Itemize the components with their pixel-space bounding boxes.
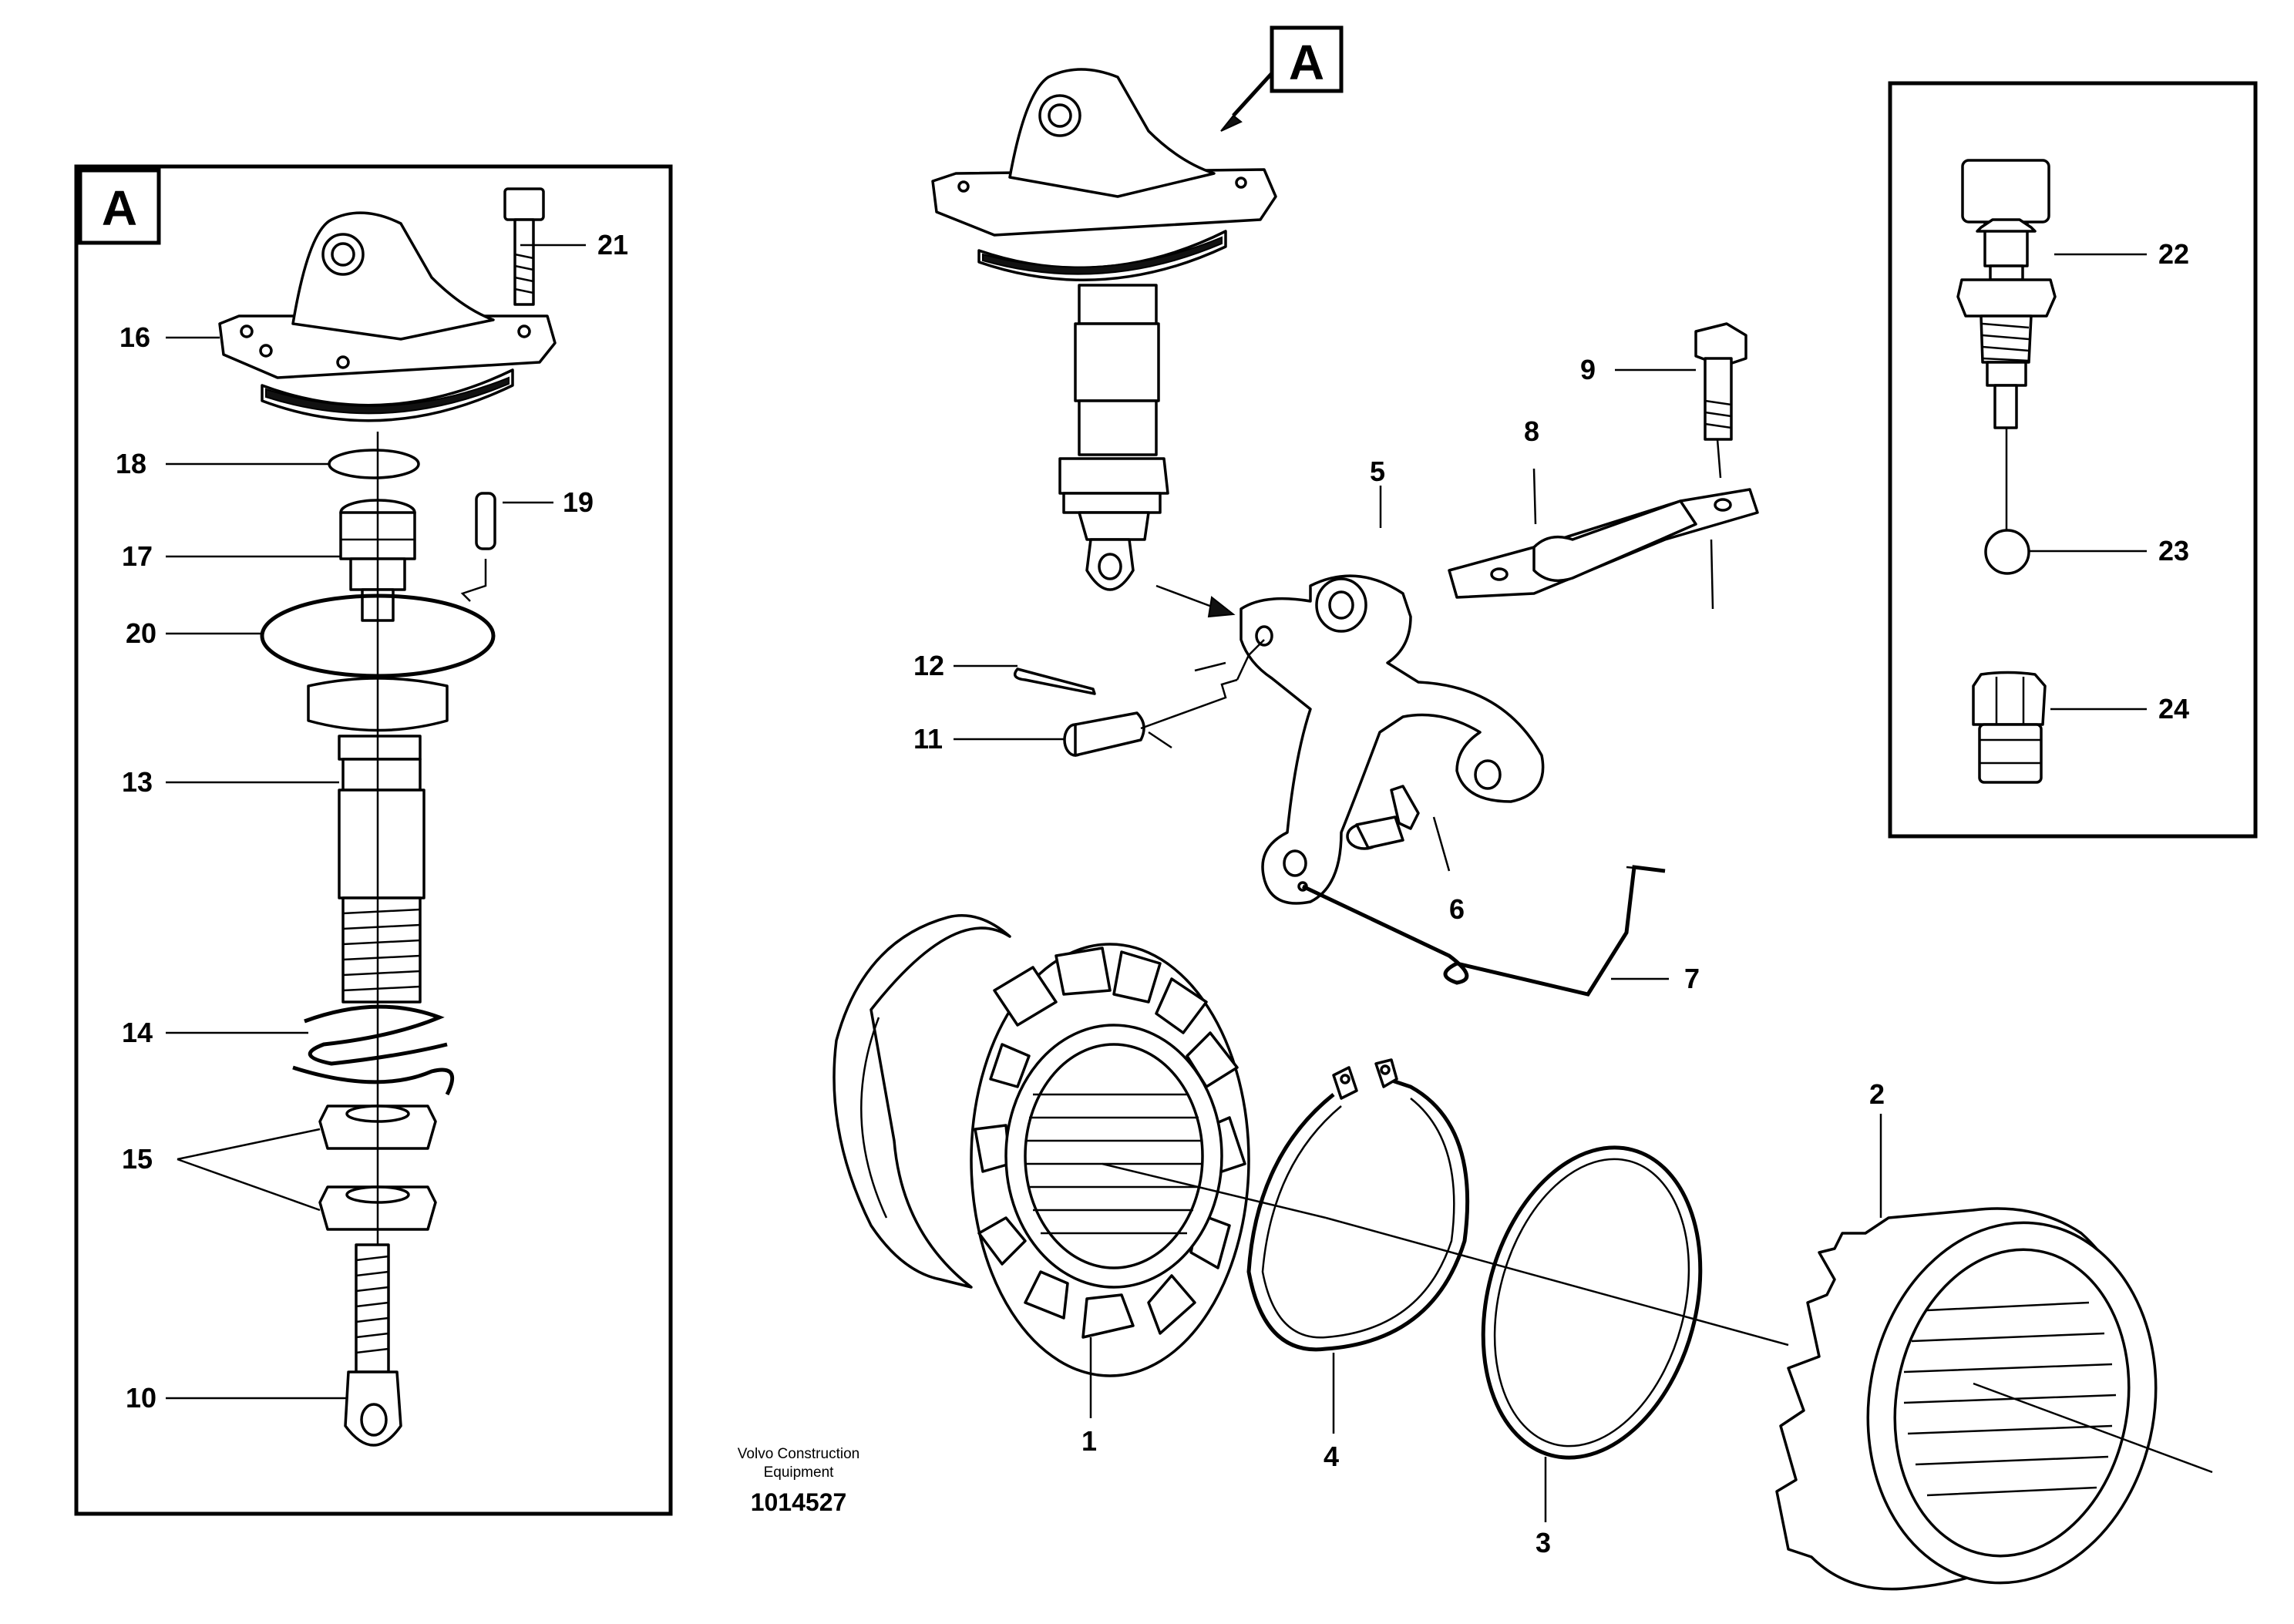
part-16-cover bbox=[218, 211, 557, 422]
callout-16: 16 bbox=[119, 321, 150, 353]
part-23-ball bbox=[1984, 529, 2030, 575]
part-4-circlip bbox=[1246, 1058, 1470, 1352]
callout-6: 6 bbox=[1449, 893, 1465, 925]
callout-12: 12 bbox=[913, 650, 944, 681]
part-24-plug bbox=[1972, 671, 2047, 784]
part-14-spring bbox=[292, 1004, 455, 1096]
callout-17: 17 bbox=[122, 540, 153, 572]
part-21-bolt bbox=[503, 187, 545, 306]
part-3-ring bbox=[1481, 1145, 1703, 1460]
callout-5: 5 bbox=[1370, 456, 1385, 487]
callout-20: 20 bbox=[126, 617, 156, 649]
detail-frame-a: A bbox=[74, 164, 673, 1516]
callout-10: 10 bbox=[126, 1382, 156, 1414]
callout-24: 24 bbox=[2158, 693, 2189, 725]
callout-11: 11 bbox=[913, 723, 943, 755]
callout-15: 15 bbox=[122, 1143, 153, 1175]
callout-21: 21 bbox=[597, 229, 628, 261]
part-1-clutch-hub bbox=[832, 914, 1327, 1377]
right-frame bbox=[1888, 81, 2258, 839]
credit-line-2: Equipment bbox=[764, 1464, 835, 1481]
arrow-to-lever bbox=[1155, 584, 1219, 610]
part-12-cotter bbox=[1013, 667, 1096, 695]
part-9-bolt bbox=[1694, 322, 1747, 479]
callout-2: 2 bbox=[1869, 1078, 1885, 1110]
part-5-shift-fork bbox=[1240, 574, 1545, 905]
callout-19: 19 bbox=[563, 486, 594, 518]
part-22-sensor bbox=[1956, 159, 2057, 429]
callout-4: 4 bbox=[1324, 1441, 1339, 1472]
top-callout-label: A bbox=[1289, 35, 1324, 90]
callout-23: 23 bbox=[2158, 535, 2189, 567]
callout-18: 18 bbox=[116, 448, 146, 479]
part-7-spring-wire bbox=[1301, 865, 1666, 997]
part-18-o-ring bbox=[328, 449, 420, 479]
callout-1: 1 bbox=[1081, 1425, 1097, 1457]
detail-leaders bbox=[166, 244, 586, 1400]
part-13-shaft bbox=[307, 677, 449, 1004]
detail-label: A bbox=[102, 180, 137, 236]
credit-line-1: Volvo Construction bbox=[738, 1446, 859, 1462]
part-6-screw bbox=[1346, 785, 1420, 850]
part-19-pin bbox=[460, 492, 496, 602]
main-cover-assembly bbox=[931, 68, 1277, 591]
credit-block: Volvo Construction Equipment 1014527 bbox=[738, 1446, 859, 1516]
part-10-eye-bolt bbox=[344, 1243, 402, 1447]
right-leaders bbox=[2030, 253, 2147, 711]
callout-14: 14 bbox=[122, 1017, 153, 1048]
top-callout-a: A bbox=[1220, 25, 1344, 132]
callout-9: 9 bbox=[1580, 354, 1596, 385]
part-11-pin bbox=[1063, 639, 1265, 757]
callout-22: 22 bbox=[2158, 238, 2189, 270]
part-2-sleeve bbox=[1775, 1207, 2213, 1591]
callout-3: 3 bbox=[1536, 1527, 1551, 1558]
callout-8: 8 bbox=[1524, 415, 1539, 447]
callout-7: 7 bbox=[1684, 963, 1700, 994]
callout-13: 13 bbox=[122, 766, 153, 798]
main-leaders bbox=[954, 368, 1696, 980]
part-8-rod bbox=[1448, 488, 1759, 599]
drawing-number: 1014527 bbox=[751, 1488, 847, 1516]
arrow-head bbox=[1207, 596, 1236, 618]
